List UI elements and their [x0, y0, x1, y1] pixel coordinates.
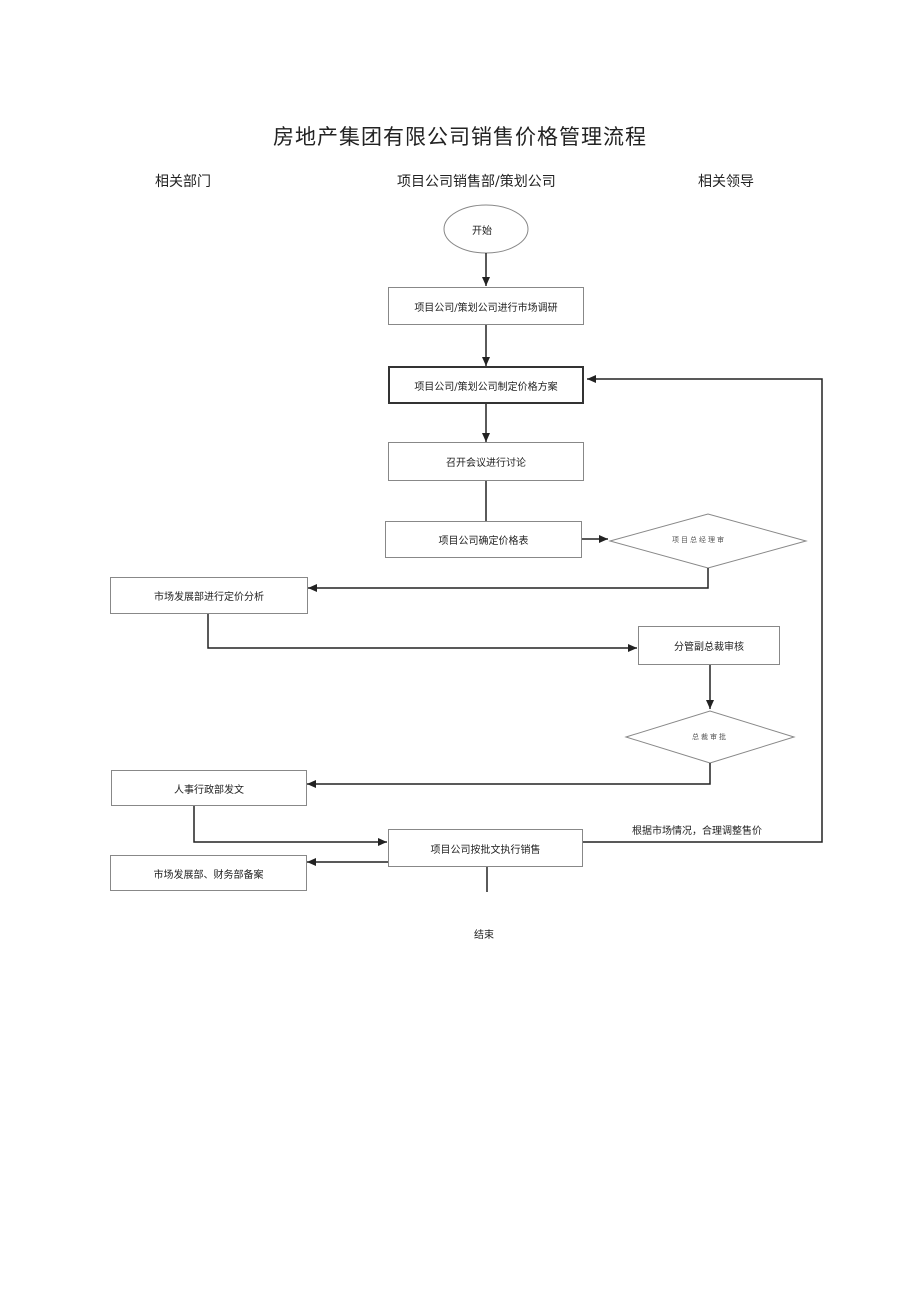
end-node-label: 结束	[474, 930, 494, 941]
hr-document-box: 人事行政部发文	[111, 770, 307, 806]
execute-sales-box: 项目公司按批文执行销售	[388, 829, 583, 867]
arrow-execute-plan-loop	[583, 375, 823, 843]
price-plan-box: 项目公司/策划公司制定价格方案	[388, 366, 584, 404]
arrow-review2-hrdoc	[307, 763, 711, 788]
start-node-label: 开始	[472, 226, 492, 237]
vp-review-box: 分管副总裁审核	[638, 626, 780, 665]
meeting-box: 召开会议进行讨论	[388, 442, 584, 481]
price-table-box: 项目公司确定价格表	[385, 521, 582, 558]
column-header-related-departments: 相关部门	[155, 174, 211, 190]
market-analysis-box: 市场发展部进行定价分析	[110, 577, 308, 614]
arrow-hrdoc-execute	[193, 806, 387, 846]
page-title: 房地产集团有限公司销售价格管理流程	[273, 125, 647, 149]
arrow-review1-marketanalysis	[308, 568, 709, 592]
column-header-related-leaders: 相关领导	[698, 174, 754, 190]
filing-box: 市场发展部、财务部备案	[110, 855, 307, 891]
decision-2-label: 总裁审批	[692, 733, 728, 741]
arrow-marketanalysis-vpreview	[207, 614, 637, 652]
market-research-box: 项目公司/策划公司进行市场调研	[388, 287, 584, 325]
column-header-sales-department: 项目公司销售部/策划公司	[397, 174, 556, 190]
decision-1-label: 项目总经理审	[672, 536, 726, 544]
decision-diamond-2	[624, 710, 796, 764]
decision-diamond-1	[608, 513, 808, 569]
loop-label: 根据市场情况，合理调整售价	[632, 826, 762, 837]
